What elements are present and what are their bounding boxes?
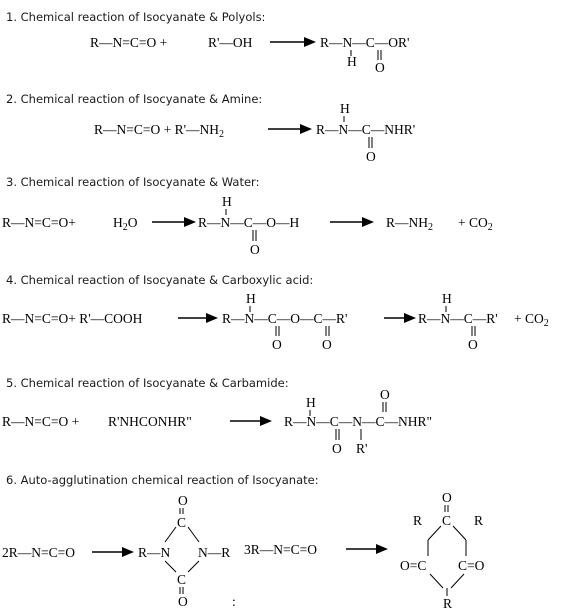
reaction-3-arrow-2 <box>330 217 374 227</box>
reaction-5-title: 5. Chemical reaction of Isocyanate & Car… <box>6 376 289 390</box>
reaction-3-amine-main: R—NH <box>386 215 428 230</box>
reaction-6-arrow-dimer <box>92 547 134 557</box>
reaction-2-reactants-subscript: 2 <box>219 129 224 140</box>
reaction-6-dimer-o-top: O <box>178 493 188 508</box>
reaction-1-product-h: H <box>347 54 357 69</box>
reaction-6: 6. Auto-agglutination chemical reaction … <box>2 473 485 611</box>
reaction-2-title: 2. Chemical reaction of Isocyanate & Ami… <box>6 92 262 106</box>
reaction-4-product-h: H <box>442 291 452 306</box>
reaction-2-reactants: R—N=C=O + R'—NH2 <box>94 122 224 140</box>
reaction-2-product-h: H <box>340 101 350 116</box>
reaction-3-water-h: H <box>113 215 123 230</box>
reaction-6-arrow-trimer <box>346 544 388 554</box>
reaction-6-trimer-ring-top-right <box>452 525 467 541</box>
reaction-6-title: 6. Auto-agglutination chemical reaction … <box>6 473 319 487</box>
reaction-6-trimer-left: O=C <box>400 558 426 573</box>
reaction-6-dimer-ring-top-right <box>187 526 200 543</box>
reaction-4-title: 4. Chemical reaction of Isocyanate & Car… <box>6 273 313 287</box>
reaction-4-intermediate-h: H <box>246 291 256 306</box>
reaction-4-arrow-1 <box>178 313 218 323</box>
reaction-6-dimer-c-bottom: C <box>177 572 186 587</box>
reaction-5-reactant-carbamide: R'NHCONHR" <box>108 414 192 429</box>
reaction-3-intermediate-h: H <box>222 194 232 209</box>
reaction-2-product-urea: R—N—C—NHR' <box>316 122 415 137</box>
reaction-3-arrow-1 <box>152 217 196 227</box>
reaction-4-intermediate-o2: O <box>322 337 332 352</box>
reaction-6-dimer-ring-bottom-right <box>187 560 200 573</box>
reaction-4: 4. Chemical reaction of Isocyanate & Car… <box>2 273 549 352</box>
reaction-1-product-o: O <box>375 60 385 75</box>
reaction-5-product-o-bottom: O <box>332 441 342 456</box>
reaction-6-stray-mark: : <box>232 594 236 609</box>
reaction-5-product-r: R' <box>356 441 367 456</box>
reaction-3-water-subscript: 2 <box>123 222 128 233</box>
reaction-1-title: 1. Chemical reaction of Isocyanate & Pol… <box>6 10 265 24</box>
reaction-5-product-biuret: R—N—C—N—C—NHR" <box>284 414 432 429</box>
reaction-5: 5. Chemical reaction of Isocyanate & Car… <box>2 376 432 456</box>
reaction-3-co2-main: + CO <box>458 215 488 230</box>
reaction-2-reactants-main: R—N=C=O + R'—NH <box>94 122 219 137</box>
reaction-5-reactant-isocyanate: R—N=C=O + <box>2 414 79 429</box>
reaction-4-product-o: O <box>468 337 478 352</box>
reaction-3-intermediate-carbamic-acid: R—N—C—O—H <box>198 215 300 230</box>
reaction-4-product-co2: + CO2 <box>514 311 549 329</box>
reaction-6-trimer-r-left: R <box>413 513 422 528</box>
reaction-3-product-amine: R—NH2 <box>386 215 433 233</box>
reaction-1-reactant-isocyanate: R—N=C=O + <box>90 35 167 50</box>
reaction-6-reactant-dimer: 2R—N=C=O <box>2 545 75 560</box>
reaction-1: 1. Chemical reaction of Isocyanate & Pol… <box>6 10 409 75</box>
reaction-2-product-o: O <box>366 149 376 164</box>
reaction-6-trimer-ring-top-left <box>427 525 442 541</box>
reaction-6-dimer-o-bottom: O <box>178 594 188 609</box>
reaction-3-reactant-water: H2O <box>113 215 138 233</box>
reaction-6-trimer-r-right: R <box>474 513 483 528</box>
reaction-4-co2-subscript: 2 <box>544 318 549 329</box>
reaction-4-product-amide: R—N—C—R' <box>418 311 498 326</box>
reaction-4-intermediate-anhydride: R—N—C—O—C—R' <box>222 311 347 326</box>
reaction-1-arrow <box>270 37 316 47</box>
reaction-6-trimer-ring-bottom-left <box>429 573 444 589</box>
reaction-6-dimer-c-top: C <box>177 515 186 530</box>
reaction-6-trimer-o-top: O <box>442 490 452 505</box>
reaction-4-arrow-2 <box>384 313 416 323</box>
reaction-2: 2. Chemical reaction of Isocyanate & Ami… <box>6 92 415 164</box>
reaction-6-trimer-r-bottom: R <box>443 596 452 611</box>
reaction-3-water-o: O <box>128 215 138 230</box>
reaction-6-dimer-left: R—N <box>138 545 171 560</box>
reaction-6-reactant-trimer: 3R—N=C=O <box>244 542 317 557</box>
reaction-6-trimer-right: C=O <box>458 558 485 573</box>
reaction-5-product-o-top: O <box>380 387 390 402</box>
reaction-3-title: 3. Chemical reaction of Isocyanate & Wat… <box>6 175 259 189</box>
reaction-3-reactant-isocyanate: R—N=C=O+ <box>2 215 76 230</box>
reaction-6-trimer-ring-bottom-right <box>450 573 465 589</box>
reaction-3-amine-subscript: 2 <box>428 222 433 233</box>
reaction-4-reactants: R—N=C=O+ R'—COOH <box>2 311 143 326</box>
reaction-3-product-co2: + CO2 <box>458 215 493 233</box>
reaction-3-intermediate-o: O <box>250 242 260 257</box>
reaction-6-dimer-right: N—R <box>198 545 230 560</box>
reaction-1-product-urethane: R—N—C—OR' <box>320 35 409 50</box>
reaction-5-arrow <box>230 416 272 426</box>
reaction-2-arrow <box>268 124 312 134</box>
reaction-6-dimer-ring-top-left <box>164 526 177 543</box>
reaction-4-co2-main: + CO <box>514 311 544 326</box>
reaction-6-trimer-c-top: C <box>442 513 451 528</box>
reaction-6-dimer-ring-bottom-left <box>164 560 177 573</box>
reaction-1-reactant-alcohol: R'—OH <box>208 35 253 50</box>
reaction-4-intermediate-o1: O <box>272 337 282 352</box>
reaction-5-product-h: H <box>306 395 316 410</box>
reaction-3: 3. Chemical reaction of Isocyanate & Wat… <box>2 175 493 257</box>
reaction-3-co2-subscript: 2 <box>488 222 493 233</box>
